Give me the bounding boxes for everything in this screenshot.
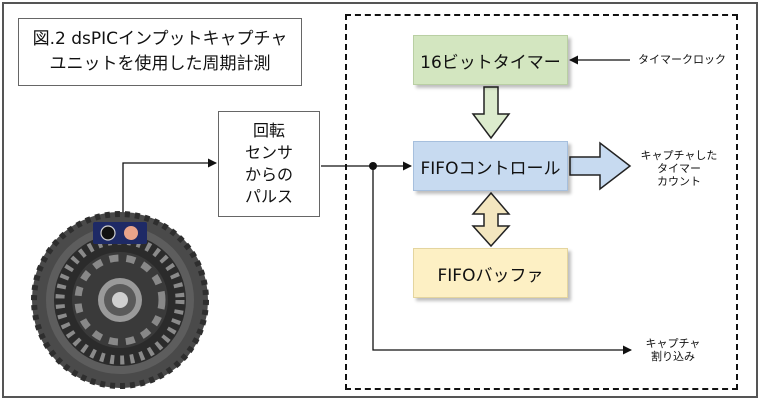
dspic-module-boundary	[345, 14, 738, 390]
pulse-input-box: 回転 センサ からの パルス	[218, 111, 320, 217]
captured-count-line-2: タイマー	[657, 162, 701, 175]
timer-to-controller-arrow	[471, 86, 511, 140]
interrupt-line	[372, 166, 632, 355]
count-output-arrow	[569, 141, 632, 191]
rotor-wheel-icon	[31, 211, 209, 389]
fifo-buffer-block: FIFOバッファ	[413, 248, 568, 298]
timer-clock-label: タイマークロック	[638, 53, 726, 66]
title-line-2: ユニットを使用した周期計測	[49, 54, 271, 74]
capture-interrupt-line-1: キャプチャ	[645, 337, 701, 350]
captured-count-line-3: カウント	[657, 175, 701, 188]
capture-interrupt-label: キャプチャ 割り込み	[640, 337, 706, 363]
pulse-line-3: からの	[244, 165, 293, 184]
pulse-line-1: 回転	[252, 121, 285, 140]
diagram-title: 図.2 dsPICインプットキャプチャ ユニットを使用した周期計測	[18, 18, 302, 86]
diagram-frame	[2, 2, 758, 398]
fifo-control-block: FIFOコントロール	[413, 141, 568, 191]
sensor-icon	[93, 222, 147, 244]
controller-buffer-arrow	[471, 191, 511, 248]
title-line-1: 図.2 dsPICインプットキャプチャ	[32, 29, 288, 49]
sensor-wire	[122, 158, 217, 222]
timer-block: 16ビットタイマー	[413, 35, 568, 85]
capture-interrupt-line-2: 割り込み	[651, 350, 695, 363]
pulse-line-4: パルス	[244, 187, 293, 206]
pulse-line-2: センサ	[244, 143, 293, 162]
captured-count-line-1: キャプチャした	[640, 149, 718, 162]
captured-count-label: キャプチャした タイマー カウント	[636, 149, 722, 188]
